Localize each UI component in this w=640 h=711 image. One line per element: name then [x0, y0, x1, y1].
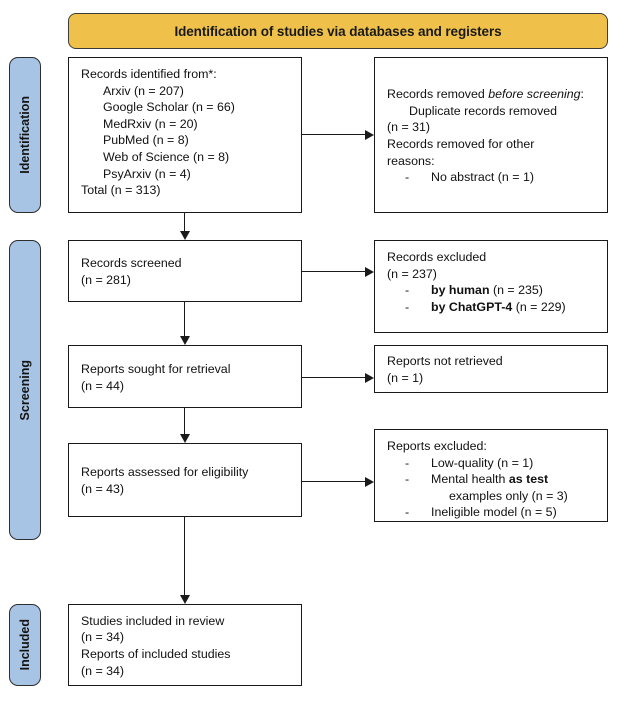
- arrow-assessed-to-reports-excluded: [365, 477, 374, 487]
- stage-label-identification-text: Identification: [18, 96, 32, 174]
- reports-sought-label: Reports sought for retrieval: [81, 361, 231, 376]
- removed-bullet-no-abstract: - No abstract (n = 1): [387, 169, 584, 186]
- records-excluded-bullet-human: - by human (n = 235): [387, 282, 597, 299]
- reports-assessed-count: (n = 43): [81, 482, 125, 496]
- reports-excluded-bullet-ineligible-model: - Ineligible model (n = 5): [387, 504, 597, 521]
- other-reasons-label: Records removed for other: [387, 137, 535, 151]
- connector-assessed-to-reports-excluded: [302, 481, 365, 483]
- records-identified-heading: Records identified from*:: [81, 67, 217, 81]
- source-line-web-of-science: Web of Science (n = 8): [103, 149, 230, 164]
- box-studies-included-text: Studies included in review (n = 34) Report…: [81, 613, 230, 679]
- stage-label-screening: Screening: [9, 240, 41, 540]
- arrow-screened-to-sought: [180, 336, 190, 345]
- bullet-dash-icon: -: [405, 505, 410, 520]
- box-reports-not-retrieved-text: Reports not retrieved (n = 1): [387, 353, 503, 386]
- connector-sought-to-assessed: [184, 408, 186, 434]
- reports-excluded-bullet-low-quality-text: Low-quality (n = 1): [431, 455, 534, 470]
- box-records-removed-before-screening: Records removed before screening:Duplica…: [374, 57, 608, 213]
- box-records-excluded-text: Records excluded (n = 237) - by human (n = …: [387, 249, 597, 315]
- reports-included-count: (n = 34): [81, 663, 125, 678]
- bullet-dash-icon: -: [405, 299, 410, 314]
- diagram-title: Identification of studies via databases …: [174, 23, 502, 39]
- records-excluded-bullet-chatgpt: - by ChatGPT-4 (n = 229): [387, 299, 597, 316]
- reports-excluded-bullet-mental-health-text: Mental health: [431, 472, 509, 487]
- other-reasons-label-cont: reasons:: [387, 153, 435, 168]
- reports-excluded-bullet-mental-health-cont: examples only (n = 3): [449, 488, 568, 503]
- records-excluded-count: (n = 237): [387, 266, 437, 281]
- reports-not-retrieved-count: (n = 1): [387, 371, 424, 385]
- box-reports-excluded-text: Reports excluded: - Low-quality (n = 1) - Me…: [387, 438, 597, 521]
- source-line-arxiv: Arxiv (n = 207): [103, 83, 184, 98]
- records-removed-heading-pre: Records removed: [387, 87, 489, 102]
- reports-excluded-bullet-mental-health-bold: as test: [508, 472, 549, 487]
- stage-label-identification: Identification: [9, 57, 41, 213]
- reports-excluded-bullet-mental-health: - Mental health as test: [387, 471, 597, 488]
- duplicate-records-removed-count: (n = 31): [387, 120, 431, 135]
- stage-label-included: Included: [9, 604, 41, 686]
- removed-bullet-no-abstract-text: No abstract (n = 1): [431, 170, 534, 185]
- records-excluded-bullet-chatgpt-bold: by ChatGPT-4: [431, 299, 513, 314]
- connector-assessed-to-included: [184, 517, 186, 595]
- records-screened-count: (n = 281): [81, 273, 131, 287]
- records-removed-heading-italic: before screening: [488, 87, 581, 102]
- box-records-screened-text: Records screened (n = 281): [81, 255, 182, 288]
- connector-screened-to-sought: [184, 302, 186, 336]
- records-removed-heading-post: :: [580, 87, 584, 102]
- connector-identified-to-removed: [302, 134, 365, 136]
- records-identified-total: Total (n = 313): [81, 183, 161, 198]
- reports-excluded-bullet-low-quality: - Low-quality (n = 1): [387, 455, 597, 472]
- box-studies-included-in-review: Studies included in review (n = 34) Report…: [68, 604, 302, 686]
- source-line-psyarxiv: PsyArxiv (n = 4): [103, 166, 191, 181]
- box-reports-excluded: Reports excluded: - Low-quality (n = 1) - Me…: [374, 429, 608, 522]
- stage-label-screening-text: Screening: [18, 359, 32, 421]
- records-excluded-bullet-human-count: (n = 235): [489, 283, 543, 298]
- source-line-google-scholar: Google Scholar (n = 66): [103, 100, 235, 115]
- bullet-dash-icon: -: [405, 283, 410, 298]
- source-line-pubmed: PubMed (n = 8): [103, 133, 189, 148]
- duplicate-records-removed-label: Duplicate records removed: [409, 103, 558, 118]
- arrow-assessed-to-included: [180, 595, 190, 604]
- records-removed-heading: Records removed before screening:: [387, 86, 584, 103]
- box-reports-sought-for-retrieval: Reports sought for retrieval (n = 44): [68, 345, 302, 408]
- records-excluded-bullet-chatgpt-count: (n = 229): [512, 299, 566, 314]
- bullet-dash-icon: -: [405, 472, 410, 487]
- reports-sought-count: (n = 44): [81, 378, 125, 393]
- arrow-sought-to-not-retrieved: [365, 373, 374, 383]
- studies-included-count: (n = 34): [81, 630, 125, 645]
- reports-included-label: Reports of included studies: [81, 647, 231, 661]
- reports-excluded-heading: Reports excluded:: [387, 439, 487, 453]
- box-records-screened: Records screened (n = 281): [68, 240, 302, 302]
- arrow-sought-to-assessed: [180, 434, 190, 443]
- studies-included-label: Studies included in review: [81, 613, 225, 628]
- box-reports-assessed-for-eligibility: Reports assessed for eligibility (n = 43): [68, 443, 302, 517]
- box-reports-not-retrieved: Reports not retrieved (n = 1): [374, 345, 608, 393]
- connector-sought-to-not-retrieved: [302, 377, 365, 379]
- box-reports-sought-text: Reports sought for retrieval (n = 44): [81, 361, 230, 394]
- diagram-header-banner: Identification of studies via databases …: [68, 13, 608, 49]
- box-records-identified-text: Records identified from*: Arxiv (n = 207)…: [81, 66, 291, 199]
- bullet-dash-icon: -: [405, 455, 410, 470]
- connector-screened-to-records-excluded: [302, 271, 365, 273]
- arrow-identified-to-removed: [365, 130, 374, 140]
- source-line-medrxiv: MedRxiv (n = 20): [103, 116, 198, 131]
- reports-assessed-label: Reports assessed for eligibility: [81, 465, 249, 480]
- bullet-dash-icon: -: [405, 170, 410, 185]
- box-records-excluded: Records excluded (n = 237) - by human (n = …: [374, 240, 608, 333]
- records-screened-label: Records screened: [81, 256, 182, 271]
- box-reports-assessed-text: Reports assessed for eligibility (n = 43): [81, 464, 248, 497]
- reports-excluded-bullet-ineligible-model-text: Ineligible model (n = 5): [431, 505, 557, 520]
- box-records-removed-text: Records removed before screening:Duplica…: [387, 86, 584, 186]
- stage-label-included-text: Included: [18, 619, 32, 671]
- records-excluded-label: Records excluded: [387, 250, 487, 264]
- box-records-identified: Records identified from*: Arxiv (n = 207)…: [68, 57, 302, 213]
- connector-identified-to-screened: [184, 213, 186, 231]
- records-excluded-bullet-human-bold: by human: [431, 283, 490, 298]
- arrow-screened-to-records-excluded: [365, 267, 374, 277]
- reports-not-retrieved-label: Reports not retrieved: [387, 354, 503, 369]
- arrow-identified-to-screened: [180, 231, 190, 240]
